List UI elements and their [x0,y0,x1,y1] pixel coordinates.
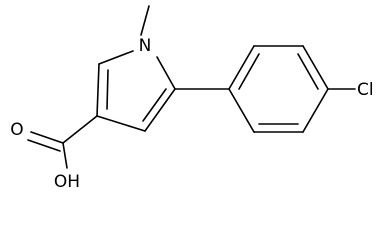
phenyl-bond-3-4 [302,45,329,90]
pyrrole-bond-c4-c5 [144,88,176,132]
nitrogen-atom-label: N [139,36,152,56]
phenyl-bond-3-4-inner [297,53,319,90]
hydroxyl-bond [62,142,68,169]
hydroxyl-label: OH [54,172,80,192]
phenyl-bond-1-2 [228,45,255,90]
chlorine-atom-label: Cl [357,80,374,100]
carbonyl-double-bond-outer [30,131,64,144]
pyrrole-bond-c2-c3-inner [106,69,109,110]
phenyl-bond-4-5 [302,88,329,133]
pyrrole-bond-c2-c3 [96,63,100,117]
pyrrole-bond-c3-c4 [96,115,146,132]
n-methyl-bond [140,5,150,36]
chemical-structure-diagram: N Cl OH O [10,5,374,192]
phenyl-bond-6-1 [228,88,255,133]
pyrrole-bond-n-c2 [98,50,134,65]
carboxyl-bond-c3-c [62,115,98,144]
phenyl-bond-1-2-inner [238,53,260,90]
pyrrole-bond-c5-n [156,56,176,90]
carbonyl-oxygen-label: O [10,120,23,140]
pyrrole-bond-c4-c5-inner [142,88,167,122]
carbonyl-double-bond-inner [27,139,61,152]
